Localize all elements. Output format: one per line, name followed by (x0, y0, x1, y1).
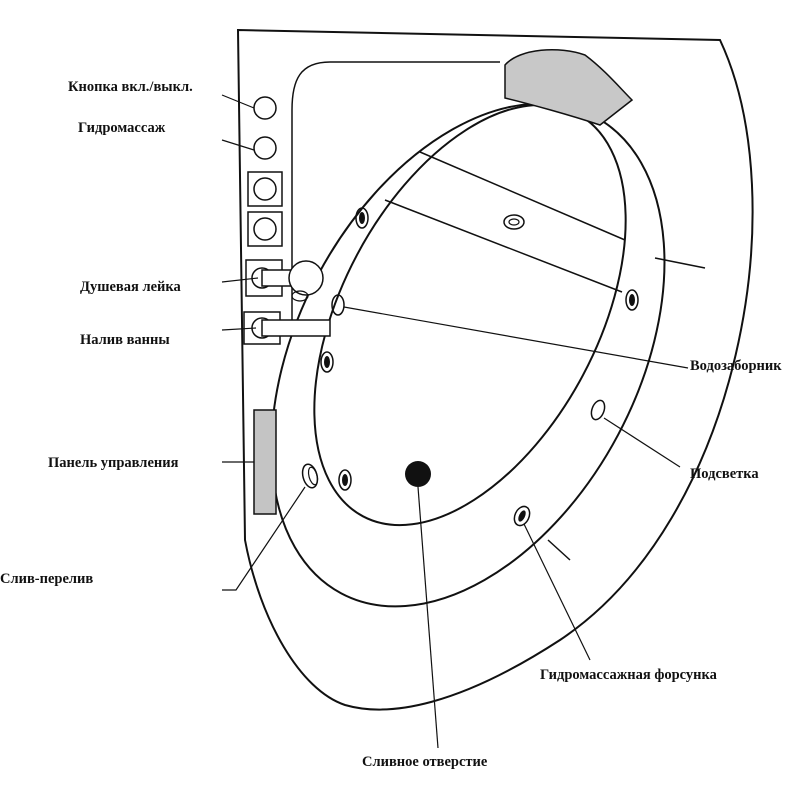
leader-overflow-drain (222, 486, 306, 591)
jet-seat (503, 214, 525, 230)
label-hydromassage: Гидромассаж (78, 120, 166, 136)
leader-bath-filler (221, 327, 257, 331)
bath-filler[interactable] (243, 311, 331, 345)
label-control-panel: Панель управления (48, 455, 179, 471)
tub-rim-outer (270, 102, 666, 608)
jet-5 (513, 505, 531, 527)
leader-power-button (221, 94, 255, 109)
leader-massage-jet (523, 523, 591, 661)
backlight (590, 399, 606, 421)
leader-hydromassage (221, 139, 255, 151)
leader-shower-head (221, 277, 259, 283)
tub-shelf-line (291, 61, 500, 330)
label-shower-head: Душевая лейка (80, 279, 182, 295)
label-backlight: Подсветка (690, 466, 759, 482)
label-massage-jet: Гидромассажная форсунка (540, 667, 718, 683)
leader-drain-hole (417, 486, 439, 749)
leader-backlight (603, 417, 681, 468)
hydromassage-button[interactable] (253, 136, 277, 160)
jet-4 (625, 289, 639, 311)
overflow-drain (301, 463, 319, 489)
deck-line-2 (547, 539, 571, 561)
drain-hole (405, 461, 431, 487)
leader-water-intake (343, 306, 689, 369)
label-water-intake: Водозаборник (690, 358, 782, 374)
water-intake (331, 294, 345, 316)
seat-line-2 (384, 199, 623, 293)
control-panel[interactable] (253, 409, 277, 515)
headrest (504, 48, 634, 126)
label-bath-filler: Налив ванны (80, 332, 170, 348)
seat-line-1 (419, 151, 626, 241)
jet-2 (320, 351, 334, 373)
jet-3 (338, 469, 352, 491)
deck-line-1 (654, 257, 706, 269)
power-button[interactable] (253, 96, 277, 120)
jet-1 (355, 207, 369, 229)
shower-head[interactable] (245, 259, 324, 302)
tub-outer-contour (236, 28, 754, 711)
label-overflow-drain: Слив-перелив (0, 571, 93, 587)
control-knob-2[interactable] (247, 211, 283, 247)
label-power-button: Кнопка вкл./выкл. (68, 79, 193, 95)
tub-basin-inner (313, 103, 627, 527)
control-knob-1[interactable] (247, 171, 283, 207)
label-drain-hole: Сливное отверстие (362, 754, 488, 770)
